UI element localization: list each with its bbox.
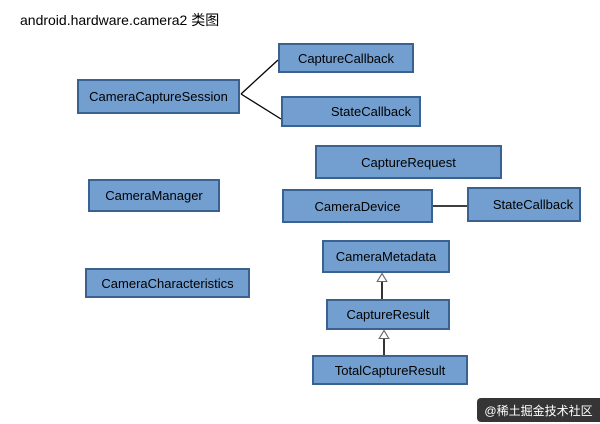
node-total-capture-result: TotalCaptureResult [312,355,468,385]
watermark-badge: @稀土掘金技术社区 [477,398,600,422]
inheritance-arrow-totalcaptureresult-captureresult [378,329,390,355]
association-line-session-capturecallback [240,59,279,95]
association-line-session-statecallback [240,93,282,120]
node-camera-manager: CameraManager [88,179,220,212]
node-camera-capture-session: CameraCaptureSession [77,79,240,114]
node-state-callback-device: StateCallback [467,187,581,222]
inheritance-arrow-captureresult-camerametadata [376,272,388,299]
node-capture-callback: CaptureCallback [278,43,414,73]
watermark-text: @稀土掘金技术社区 [484,403,593,418]
node-camera-characteristics: CameraCharacteristics [85,268,250,298]
node-camera-device: CameraDevice [282,189,433,223]
node-camera-metadata: CameraMetadata [322,240,450,273]
node-state-callback-session: StateCallback [281,96,421,127]
node-capture-result: CaptureResult [326,299,450,330]
node-capture-request: CaptureRequest [315,145,502,179]
diagram-title: android.hardware.camera2 类图 [20,12,220,28]
